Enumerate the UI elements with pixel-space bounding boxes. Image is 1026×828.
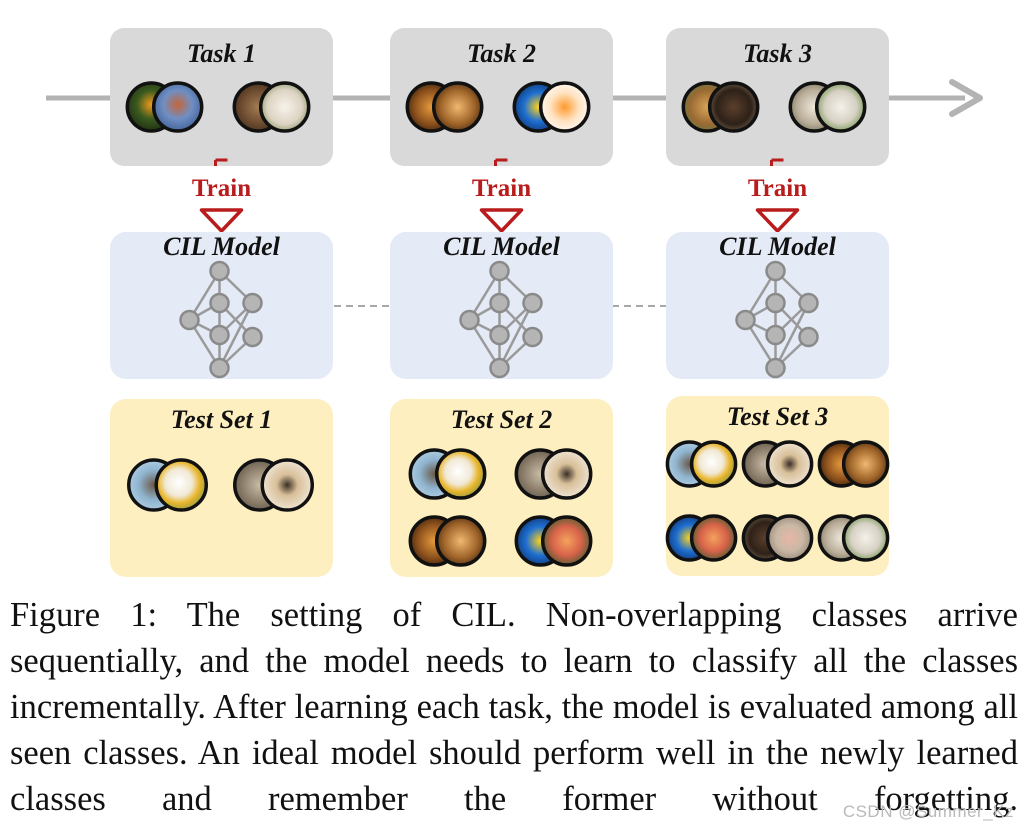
network-node — [459, 309, 480, 331]
network-node — [209, 357, 230, 379]
french-bulldog-image — [258, 81, 311, 133]
task-images-class-b — [232, 81, 311, 133]
network-node — [798, 326, 819, 348]
test-images — [741, 514, 814, 562]
task-images-class-b — [788, 81, 867, 133]
train-label: Train — [748, 175, 807, 202]
test-images — [665, 440, 738, 488]
model-title: CIL Model — [719, 232, 837, 261]
network-node — [489, 324, 510, 346]
eagle-image — [434, 448, 487, 500]
network-node — [209, 324, 230, 346]
eagle-image — [154, 458, 208, 512]
network-node — [209, 292, 230, 314]
task-images-class-b — [512, 81, 591, 133]
network-node — [765, 324, 786, 346]
test-images — [514, 448, 593, 500]
watermark: CSDN @Summer_Kz — [842, 802, 1014, 821]
figure-caption: Figure 1: The setting of CIL. Non-overla… — [10, 596, 1018, 818]
network-edge — [498, 302, 534, 369]
train-label: Train — [192, 175, 251, 202]
test-images — [817, 440, 890, 488]
network-node — [798, 292, 819, 314]
sheep-image — [841, 514, 890, 562]
model-title: CIL Model — [163, 232, 281, 261]
discus-fish-image — [689, 514, 738, 562]
bluebird-image — [151, 81, 204, 133]
model-title: CIL Model — [443, 232, 561, 261]
test-box — [110, 399, 333, 577]
train-arrow-head — [479, 208, 524, 233]
test-title: Test Set 1 — [171, 405, 273, 434]
cil-network — [735, 260, 819, 379]
discus-fish-image — [540, 515, 593, 567]
tiger-cub-image — [434, 515, 487, 567]
network-node — [765, 260, 786, 282]
cil-network — [459, 260, 543, 379]
test-images — [665, 514, 738, 562]
network-edge — [774, 302, 810, 369]
task-title: Task 1 — [187, 39, 256, 68]
test-images — [127, 458, 208, 512]
network-node — [489, 357, 510, 379]
test-images — [741, 440, 814, 488]
macaque-image — [765, 514, 814, 562]
tiger-cub-image — [431, 81, 484, 133]
pug-image — [540, 448, 593, 500]
task-images-class-a — [681, 81, 760, 133]
network-node — [242, 326, 263, 348]
train-arrow-head — [199, 208, 244, 233]
network-node — [242, 292, 263, 314]
test-images — [514, 515, 593, 567]
sheep-image — [814, 81, 867, 133]
train-arrow-tail — [494, 158, 508, 166]
task-title: Task 2 — [467, 39, 536, 68]
network-node — [522, 292, 543, 314]
test-images — [233, 458, 314, 512]
train-arrow-head — [755, 208, 800, 233]
cil-network — [179, 260, 263, 379]
tiger-cub-image — [841, 440, 890, 488]
task-images-class-a — [405, 81, 484, 133]
network-node — [765, 292, 786, 314]
network-node — [765, 357, 786, 379]
network-node — [209, 260, 230, 282]
train-label: Train — [472, 175, 531, 202]
pug-image — [765, 440, 814, 488]
train-arrow-tail — [770, 158, 784, 166]
goldfish-image — [538, 81, 591, 133]
test-title: Test Set 2 — [451, 405, 553, 434]
timeline-arrow-head — [949, 79, 983, 117]
pug-image — [260, 458, 314, 512]
network-node — [489, 260, 510, 282]
network-edge — [218, 302, 254, 369]
test-images — [408, 515, 487, 567]
network-node — [179, 309, 200, 331]
task-images-class-a — [125, 81, 204, 133]
network-node — [735, 309, 756, 331]
test-title: Test Set 3 — [727, 402, 829, 431]
eagle-image — [689, 440, 738, 488]
network-node — [522, 326, 543, 348]
network-node — [489, 292, 510, 314]
monkey-image — [707, 81, 760, 133]
train-arrow-tail — [214, 158, 228, 166]
test-images — [408, 448, 487, 500]
test-images — [817, 514, 890, 562]
task-title: Task 3 — [743, 39, 812, 68]
